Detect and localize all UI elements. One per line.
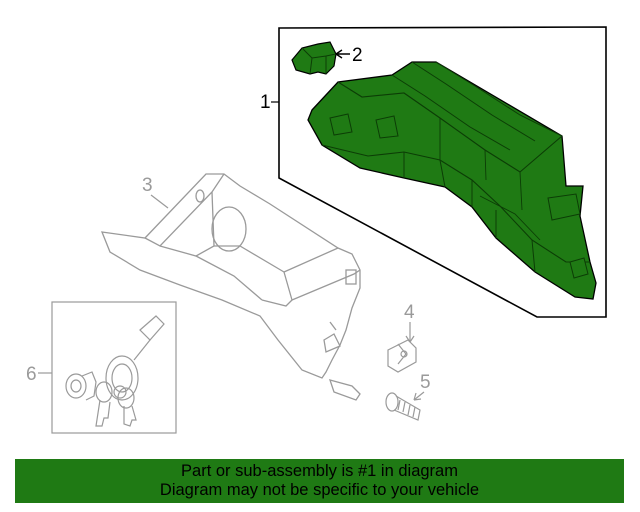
glove-box-assembly — [307, 61, 597, 300]
part-5-screw — [385, 392, 421, 421]
banner-line-2: Diagram may not be specific to your vehi… — [159, 481, 480, 499]
part-4-clip-nut — [387, 339, 417, 373]
lock-and-keys — [65, 315, 165, 427]
callout-5: 5 — [420, 372, 431, 393]
part-1-frame — [278, 26, 607, 318]
parts-diagram: 1 2 — [26, 26, 607, 434]
callout-6: 6 — [26, 364, 37, 385]
callout-4: 4 — [404, 302, 415, 323]
callout-2-arrow — [335, 49, 350, 59]
callout-2: 2 — [352, 45, 363, 66]
callout-5-arrow — [413, 391, 425, 401]
callout-3: 3 — [142, 175, 153, 196]
part-2-clip — [291, 41, 337, 75]
callout-4-arrow — [405, 322, 415, 343]
part-6-frame — [51, 301, 177, 434]
part-3-glove-box — [100, 173, 361, 401]
callout-1: 1 — [260, 92, 271, 113]
banner-line-1: Part or sub-assembly is #1 in diagram — [181, 462, 458, 480]
callout-3-leader — [150, 194, 169, 209]
info-banner: Part or sub-assembly is #1 in diagram Di… — [15, 459, 624, 503]
